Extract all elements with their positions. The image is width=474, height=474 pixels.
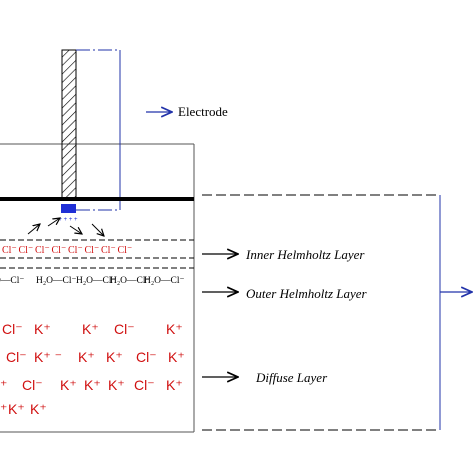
diffuse-ion: K⁺ — [168, 349, 185, 365]
electrode-tip — [61, 204, 76, 213]
inner-ion: Cl⁻ — [101, 245, 116, 256]
diffuse-ion: K⁺ — [166, 321, 183, 337]
outer-ion: H₂O—Cl⁻ — [144, 276, 185, 286]
outer-ion: H₂O—Cl⁻ — [110, 276, 151, 286]
electrode-label: Electrode — [178, 104, 228, 119]
diffuse-ion: Cl⁻ — [2, 321, 23, 337]
diffuse-ion: Cl⁻ — [134, 377, 155, 393]
inner-ion: Cl⁻ — [35, 245, 50, 256]
inner-ion: Cl⁻ — [19, 245, 34, 256]
outer-ion: H₂O—Cl⁻ — [36, 276, 77, 286]
inner-ion-row: Cl⁻Cl⁻Cl⁻Cl⁻Cl⁻Cl⁻Cl⁻Cl⁻ — [2, 245, 132, 256]
diffuse-ions: Cl⁻K⁺K⁺Cl⁻K⁺Cl⁻K⁺ ⁻K⁺K⁺Cl⁻K⁺⁺Cl⁻K⁺K⁺K⁺Cl… — [0, 321, 185, 417]
diffuse-ion: K⁺ — [8, 401, 25, 417]
diffuse-ion: K⁺ — [82, 321, 99, 337]
diffuse-ion: Cl⁻ — [114, 321, 135, 337]
electrode-charge: + + + + — [58, 217, 78, 223]
diffuse-ion: K⁺ — [78, 349, 95, 365]
diffuse-ion: K⁺ — [34, 321, 51, 337]
outer-ion-row: O—Cl⁻H₂O—Cl⁻H₂O—Cl⁻H₂O—Cl⁻H₂O—Cl⁻ — [0, 276, 185, 286]
inner-ion: Cl⁻ — [118, 245, 133, 256]
inner-ion: Cl⁻ — [85, 245, 100, 256]
diffuse-ion: Cl⁻ — [22, 377, 43, 393]
diffuse-ion: K⁺ — [30, 401, 47, 417]
inner-helmholtz-label: Inner Helmholtz Layer — [245, 247, 365, 262]
field-arrow-4 — [91, 223, 104, 236]
diffuse-ion: K⁺ ⁻ — [34, 349, 62, 365]
outer-ion: O—Cl⁻ — [0, 276, 24, 286]
field-arrow-1 — [27, 224, 40, 235]
field-arrow-2 — [47, 218, 60, 227]
diffuse-ion: Cl⁻ — [136, 349, 157, 365]
diffuse-ion: K⁺ — [84, 377, 101, 393]
outer-ion: H₂O—Cl⁻ — [76, 276, 117, 286]
inner-ion: Cl⁻ — [68, 245, 83, 256]
diffuse-ion: K⁺ — [60, 377, 77, 393]
diffuse-label: Diffuse Layer — [255, 370, 328, 385]
diffuse-ion: ⁺ — [0, 377, 7, 393]
inner-ion: Cl⁻ — [2, 245, 17, 256]
inner-ion: Cl⁻ — [52, 245, 67, 256]
diffuse-ion: Cl⁻ — [6, 349, 27, 365]
diffuse-ion: K⁺ — [166, 377, 183, 393]
diffuse-ion: K⁺ — [106, 349, 123, 365]
field-arrow-3 — [69, 225, 82, 234]
outer-helmholtz-label: Outer Helmholtz Layer — [246, 286, 368, 301]
diffuse-ion: ⁺ — [0, 401, 7, 417]
diffuse-ion: K⁺ — [108, 377, 125, 393]
electrode-rod — [61, 49, 77, 201]
